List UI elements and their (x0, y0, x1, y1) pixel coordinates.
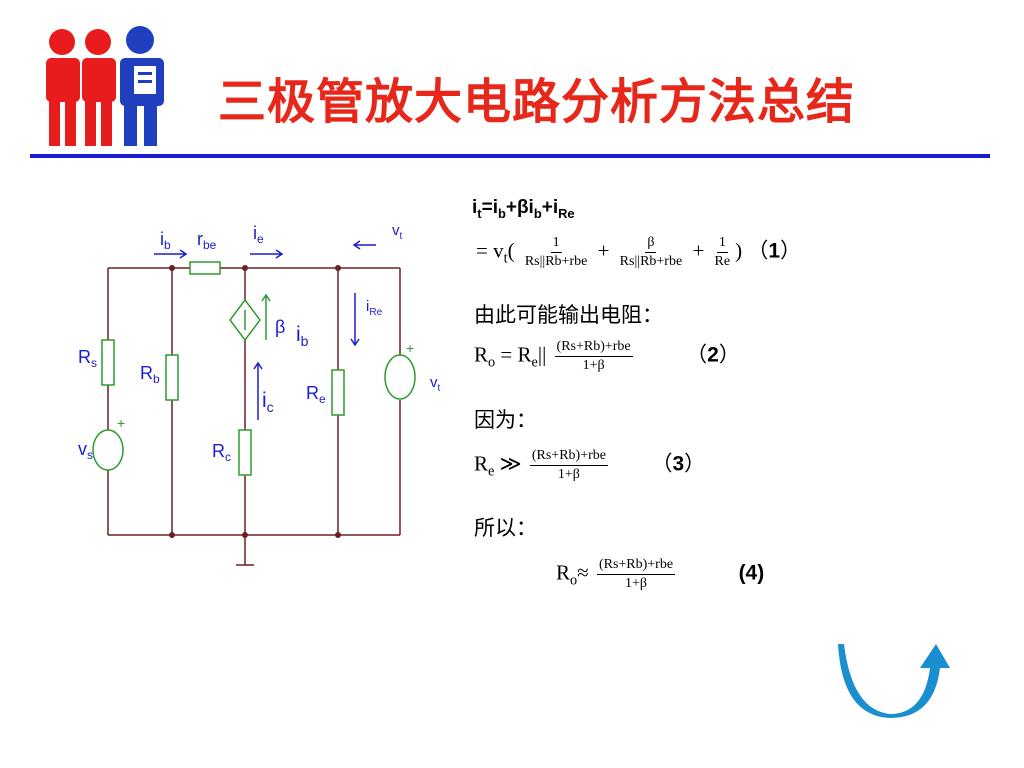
text-output-resistance: 由此可能输出电阻： (474, 303, 663, 327)
people-group-icon (46, 26, 164, 146)
circuit-wires (107, 267, 401, 566)
voltage-source-vt (384, 354, 416, 400)
resistor-rb (165, 354, 179, 401)
title-divider (30, 154, 990, 158)
label-vt-right: vt (430, 374, 441, 394)
return-arrow-icon[interactable] (838, 640, 950, 718)
label-rb: Rb (140, 363, 160, 386)
circuit-nodes (169, 265, 341, 538)
label-rbe: rbe (197, 229, 217, 252)
circuit-components (92, 261, 416, 476)
label-ib-top: ib (160, 229, 171, 252)
label-plus-vt: + (406, 340, 414, 356)
label-plus-vs: + (117, 415, 125, 431)
label-re: Re (306, 383, 326, 406)
circuit-diagram: ib rbe ie vt β ib iRe Rs Rb ic Re vt vs … (78, 222, 441, 566)
label-vt-top: vt (392, 222, 403, 242)
resistor-rbe (189, 261, 221, 275)
label-beta: β (275, 317, 285, 337)
equation-current-sum: it=ib+βib+iRe (472, 197, 575, 221)
label-iRe: iRe (366, 298, 383, 318)
label-vs: vs (78, 439, 93, 462)
voltage-source-vs (92, 429, 124, 471)
controlled-current-source (229, 298, 261, 342)
label-rs: Rs (78, 347, 97, 370)
text-therefore: 所以： (474, 516, 537, 540)
text-because: 因为： (474, 408, 537, 432)
page-title: 三极管放大电路分析方法总结 (218, 74, 856, 130)
resistor-rs (101, 339, 115, 386)
circuit-labels: ib rbe ie vt β ib iRe Rs Rb ic Re vt vs … (78, 222, 441, 464)
label-ie: ie (253, 223, 264, 246)
current-arrows (154, 240, 376, 420)
label-rc: Rc (212, 441, 231, 464)
resistor-re (331, 369, 345, 416)
label-ic: ic (262, 389, 274, 415)
resistor-rc (238, 429, 252, 476)
label-ib-mid: ib (296, 323, 309, 349)
